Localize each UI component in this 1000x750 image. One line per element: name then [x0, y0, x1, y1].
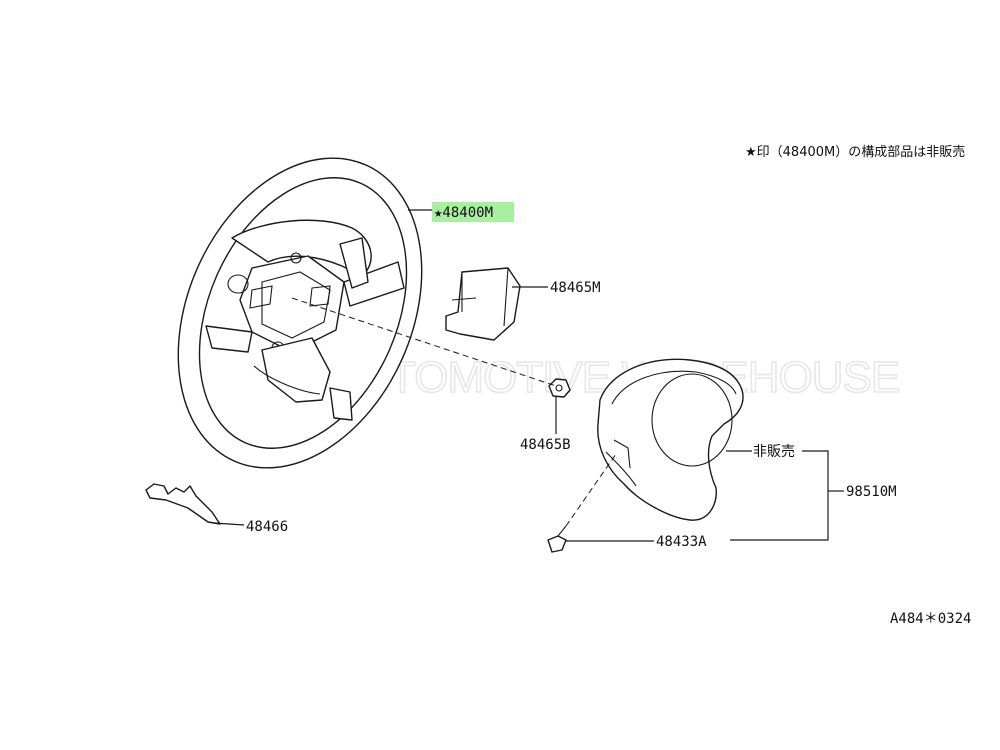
label-bolt[interactable]: 48433A: [656, 534, 707, 550]
note-text: ★印（48400M）の構成部品は非販売: [745, 144, 965, 160]
assembly-line-bolt: [565, 453, 617, 527]
label-nut[interactable]: 48465B: [520, 437, 571, 453]
pad-bracket-drawing: [445, 267, 521, 341]
label-lower-finisher[interactable]: 48466: [246, 519, 288, 535]
label-steering-wheel[interactable]: ★48400M: [434, 205, 493, 221]
highlight-48400m: [432, 202, 514, 222]
bolt-drawing: [547, 525, 567, 553]
nut-drawing: [548, 378, 571, 398]
label-airbag-module[interactable]: 98510M: [846, 484, 897, 500]
label-not-for-sale: 非販売: [753, 444, 795, 460]
steering-wheel-drawing: [177, 157, 423, 469]
airbag-module-drawing: [597, 358, 744, 521]
lower-finisher-drawing: [145, 483, 221, 525]
leader-lines: [213, 209, 844, 542]
diagram-code: A484＊0324: [890, 611, 971, 627]
assembly-line-nut: [291, 297, 557, 387]
label-pad-bracket[interactable]: 48465M: [550, 280, 601, 296]
